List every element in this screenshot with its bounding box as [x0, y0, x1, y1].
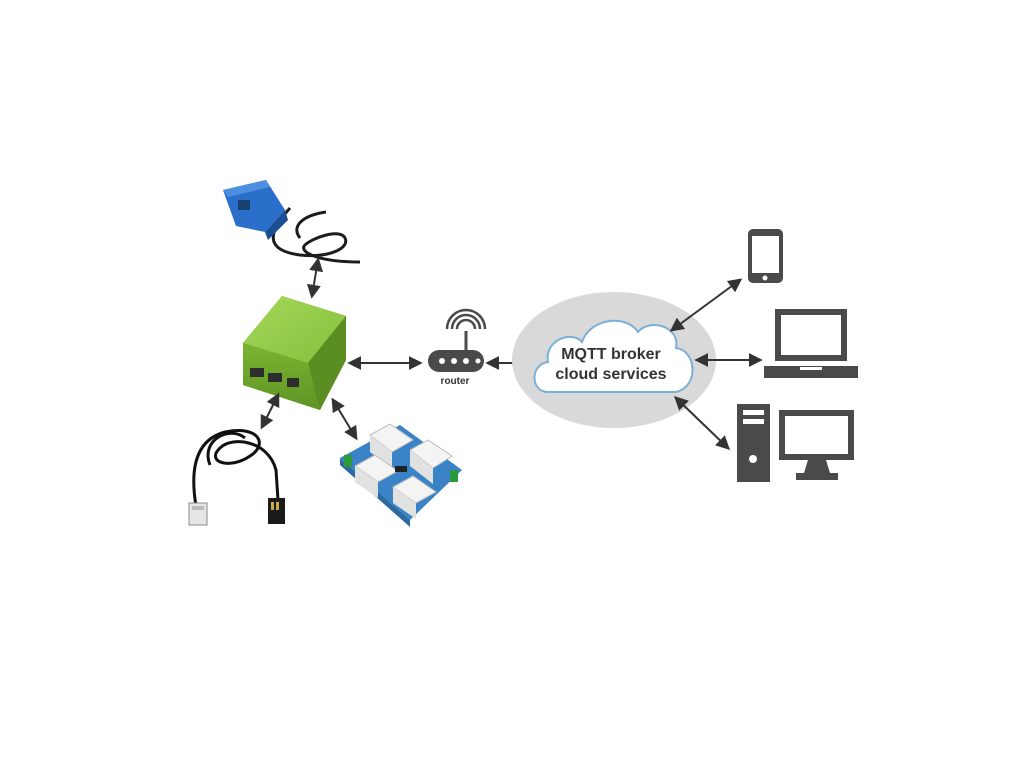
- router-icon: [428, 310, 485, 372]
- cloud-line1: MQTT broker: [561, 346, 661, 363]
- arrow-controller-probe: [262, 395, 278, 427]
- cloud-line2: cloud services: [555, 366, 666, 383]
- arrow-controller-relay: [333, 400, 356, 438]
- relay-module-icon: [340, 424, 462, 527]
- laptop-icon: [764, 309, 858, 378]
- current-sensor-icon: [223, 180, 360, 262]
- arrow-cloud-desktop: [676, 398, 728, 448]
- green-controller-icon: [243, 296, 346, 410]
- arrow-cloud-phone: [672, 280, 740, 330]
- smartphone-icon: [748, 229, 783, 283]
- desktop-computer-icon: [737, 404, 854, 482]
- arrow-sensor-controller: [312, 260, 318, 296]
- router-label: router: [441, 376, 470, 387]
- temperature-probe-icon: [189, 431, 285, 525]
